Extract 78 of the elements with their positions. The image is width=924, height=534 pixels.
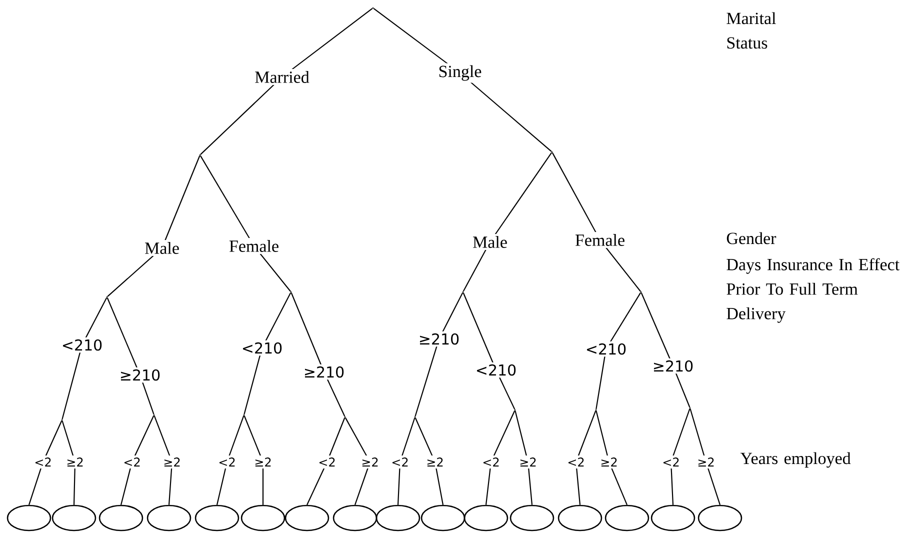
level-label: Days Insurance In Effect Prior To Full Term Delivery	[726, 258, 900, 323]
leaf-ellipse	[146, 504, 192, 532]
branch-line	[200, 155, 291, 292]
leaf-ellipse	[510, 504, 554, 532]
branch-line	[28, 420, 62, 506]
edge-label: Married	[252, 69, 312, 85]
branch-line	[290, 292, 346, 416]
edge-label: ≥210	[117, 367, 163, 383]
branch-line	[414, 292, 464, 416]
branch-line	[216, 416, 244, 505]
leaf-ellipse	[558, 504, 602, 532]
branch-line	[397, 418, 416, 505]
branch-line	[107, 156, 200, 297]
edge-label: Single	[436, 63, 484, 83]
edge-label: <210	[473, 362, 519, 378]
leaf-ellipse	[420, 504, 466, 532]
branch-line	[414, 418, 444, 505]
branch-line	[485, 410, 516, 505]
leaf-ellipse	[650, 504, 696, 532]
level-label: Gender	[726, 232, 776, 244]
leaf-ellipse	[194, 504, 240, 532]
branch-line	[244, 416, 264, 505]
edge-label: ≥2	[64, 456, 86, 468]
branch-line	[62, 297, 108, 420]
level-label: Marital Status	[726, 12, 776, 49]
branch-line	[120, 415, 154, 505]
edge-label: <210	[583, 341, 629, 357]
leaf-ellipse	[240, 504, 286, 532]
branch-line	[200, 8, 373, 155]
leaf-ellipse	[98, 504, 144, 532]
leaf-ellipse	[52, 504, 96, 532]
branch-line	[462, 152, 552, 292]
edge-label: ≥2	[517, 456, 539, 468]
branch-line	[306, 418, 346, 506]
edge-label: <2	[480, 456, 502, 468]
edge-label: <210	[59, 337, 105, 353]
leaf-ellipse	[284, 504, 330, 532]
leaf-ellipse	[464, 504, 508, 532]
edge-label: Male	[142, 240, 182, 256]
edge-label: ≥2	[161, 456, 183, 468]
leaf-ellipse	[376, 504, 420, 532]
branch-line	[690, 408, 721, 506]
edge-label: <2	[565, 456, 587, 468]
edge-label: Female	[572, 232, 628, 248]
edge-label: Female	[227, 238, 282, 254]
leaf-ellipse	[6, 504, 52, 532]
leaf-ellipse	[604, 504, 650, 532]
edge-label: <210	[239, 340, 285, 356]
edge-label: <2	[316, 456, 338, 468]
edge-label: <2	[216, 456, 238, 468]
leaf-ellipse	[332, 504, 378, 532]
edge-label: ≥210	[650, 358, 696, 374]
edge-label: ≥2	[252, 456, 274, 468]
branch-line	[552, 152, 641, 292]
branch-line	[244, 292, 292, 414]
leaf-ellipse	[698, 504, 742, 532]
branch-line	[344, 417, 371, 506]
edge-label: ≥2	[424, 456, 446, 468]
edge-label: <2	[389, 456, 411, 468]
branch-line	[62, 420, 76, 505]
edge-label: <2	[121, 456, 143, 468]
branch-line	[596, 292, 642, 410]
branch-line	[670, 408, 690, 505]
branch-line	[373, 8, 552, 152]
edge-label: Male	[470, 234, 510, 250]
branch-line	[154, 416, 173, 505]
edge-label: <2	[32, 456, 54, 468]
edge-label: ≥2	[598, 456, 620, 468]
branch-line	[596, 410, 628, 506]
level-label: Years employed	[740, 452, 851, 468]
edge-label: ≥210	[416, 331, 462, 347]
edge-label: ≥2	[359, 456, 381, 468]
edge-label: ≥210	[301, 364, 347, 380]
branch-line	[514, 410, 533, 505]
edge-label: <2	[660, 456, 682, 468]
edge-label: ≥2	[695, 456, 717, 468]
branch-line	[575, 410, 596, 505]
branch-line	[462, 292, 516, 410]
